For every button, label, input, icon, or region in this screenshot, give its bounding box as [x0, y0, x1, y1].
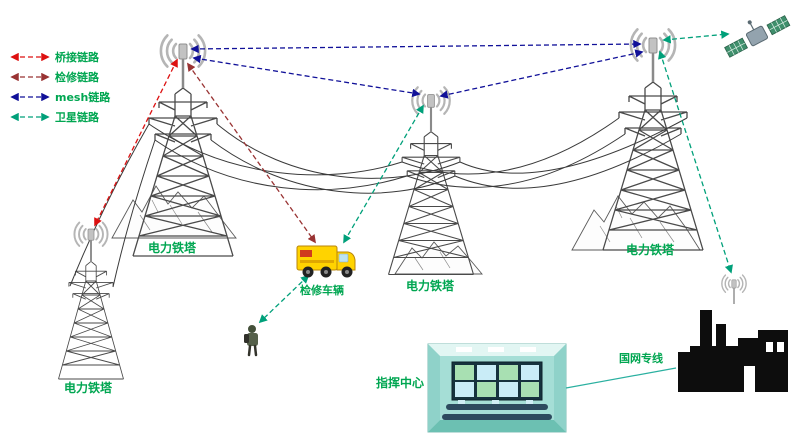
legend-item-maintenance: 检修链路	[10, 70, 100, 84]
factory-window	[766, 342, 773, 352]
maintenance-link-left-truck	[187, 62, 316, 244]
command-center-image	[427, 343, 567, 433]
legend-item-satellite: 卫星链路	[10, 110, 100, 124]
command-center-label: 指挥中心	[376, 375, 424, 390]
legend-label-maintenance: 检修链路	[55, 70, 100, 84]
truck-label: 检修车辆	[300, 283, 344, 297]
tower-small	[58, 260, 124, 380]
factory-window	[777, 342, 784, 352]
grid-line-label: 国网专线	[619, 351, 663, 365]
field-worker-icon	[244, 325, 258, 357]
tower-right-antenna-icon	[629, 28, 677, 84]
legend-label-satellite: 卫星链路	[55, 110, 100, 124]
link-lines	[94, 30, 733, 324]
bridge-link-left-small	[94, 58, 178, 227]
tower-small-antenna-icon	[73, 221, 109, 263]
legend-item-bridge: 桥接链路	[10, 50, 100, 64]
satellite-link-truck-worker	[258, 274, 310, 324]
mesh-link-middle-right	[439, 49, 644, 99]
tower-small-label: 电力铁塔	[64, 380, 113, 395]
satellite-link-middle-truck	[343, 104, 424, 244]
mountain-hatch	[599, 205, 675, 243]
tower-left-antenna-icon	[159, 34, 207, 90]
factory	[678, 310, 788, 392]
factory-antenna-icon	[721, 274, 747, 305]
legend: 桥接链路 检修链路 mesh链路 卫星链路	[10, 50, 111, 124]
truck-marking	[300, 250, 312, 257]
mountain-shape	[111, 185, 237, 239]
tower-left-label: 电力铁塔	[148, 240, 197, 255]
tower-right-label: 电力铁塔	[626, 242, 675, 257]
satellite-icon	[724, 15, 791, 58]
satellite-link-right-satellite	[662, 30, 730, 44]
mountains-left	[111, 185, 237, 239]
operator-desk	[442, 414, 552, 420]
maintenance-truck-icon	[296, 245, 356, 278]
mesh-link-left-right	[190, 39, 642, 54]
mesh-link-left-middle	[192, 54, 421, 98]
mountain-hatch	[414, 251, 451, 271]
tower-middle-label: 电力铁塔	[406, 278, 455, 293]
operator-desk	[446, 404, 548, 410]
legend-item-mesh: mesh链路	[10, 90, 111, 104]
satellite-link-right-factory	[658, 50, 733, 274]
grid-dedicated-line	[565, 367, 677, 389]
factory-door	[744, 366, 755, 392]
legend-label-mesh: mesh链路	[55, 90, 111, 104]
legend-label-bridge: 桥接链路	[55, 50, 100, 64]
factory-silhouette	[678, 310, 788, 392]
